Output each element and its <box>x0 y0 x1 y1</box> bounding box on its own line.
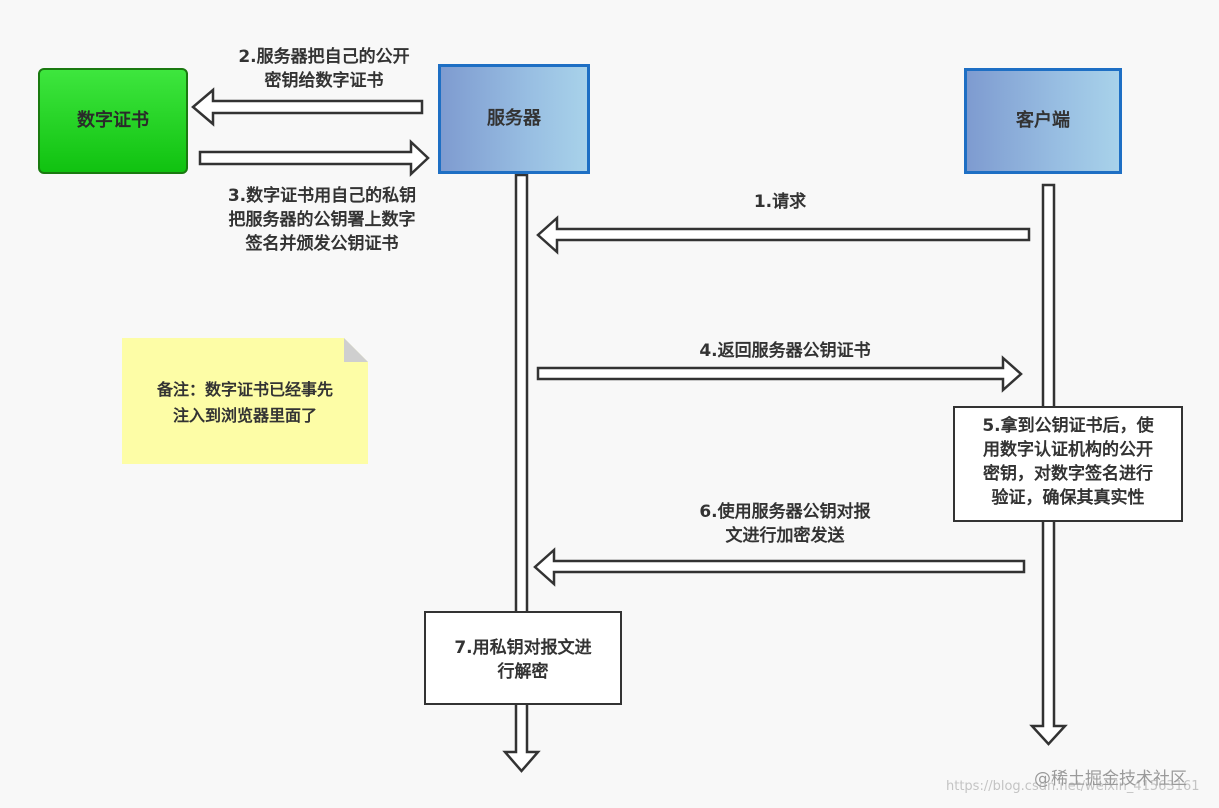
arrow-encrypted-send <box>533 547 1026 587</box>
step6-label: 6.使用服务器公钥对报 文进行加密发送 <box>699 502 871 546</box>
step7-box <box>424 611 622 705</box>
arrow-return-cert <box>536 355 1023 393</box>
watermark-url: https://blog.csdn.net/weixin_41563161 <box>946 779 1200 794</box>
note-text: 备注：数字证书已经事先 注入到浏览器里面了 <box>156 380 333 425</box>
arrow-cert-to-server <box>198 139 430 177</box>
step3-label: 3.数字证书用自己的私钥 把服务器的公钥署上数字 签名并颁发公钥证书 <box>227 186 417 254</box>
cert-node-label: 数字证书 <box>77 110 149 131</box>
client-node: 客户端 <box>964 68 1122 174</box>
server-lifeline <box>502 173 541 773</box>
server-node-label: 服务器 <box>487 108 541 129</box>
step1-label: 1.请求 <box>753 192 807 212</box>
arrow-server-to-cert <box>191 87 424 127</box>
cert-node: 数字证书 <box>38 68 188 174</box>
step5-box <box>953 406 1183 522</box>
step7-label: 7.用私钥对报文进 行解密 <box>454 638 592 682</box>
step2-label: 2.服务器把自己的公开 密钥给数字证书 <box>238 47 410 91</box>
step5-label: 5.拿到公钥证书后，使 用数字认证机构的公开 密钥，对数字签名进行 验证，确保其… <box>982 416 1154 508</box>
step4-label: 4.返回服务器公钥证书 <box>699 341 871 361</box>
arrow-request <box>536 215 1031 255</box>
watermark-brand: @稀土掘金技术社区 <box>1034 769 1187 789</box>
client-node-label: 客户端 <box>1016 110 1070 131</box>
server-node: 服务器 <box>438 64 590 174</box>
note <box>122 338 368 464</box>
